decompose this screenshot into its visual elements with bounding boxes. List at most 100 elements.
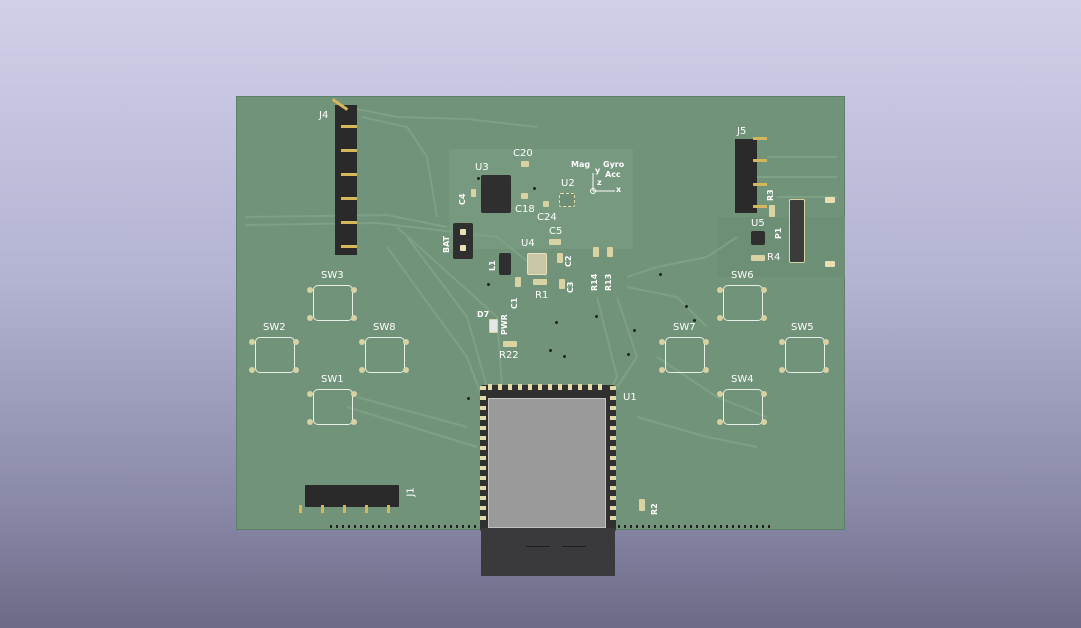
switch-sw3: [313, 285, 353, 321]
chip-u3: [481, 175, 511, 213]
header-j5-pin-4: [753, 205, 767, 208]
label-c5: C5: [549, 226, 563, 237]
via: [685, 305, 688, 308]
header-j4-pin-2: [341, 125, 357, 128]
via: [467, 397, 470, 400]
res-r13: [607, 247, 613, 257]
res-r14: [593, 247, 599, 257]
via: [627, 353, 630, 356]
cap-c5: [549, 239, 561, 245]
switch-sw2-pad: [293, 367, 299, 373]
label-gyro: Gyro: [603, 160, 625, 169]
label-sw3: SW3: [321, 270, 344, 281]
label-j1: J1: [405, 487, 417, 497]
label-r3: R3: [766, 189, 775, 201]
label-d7: D7: [477, 310, 490, 319]
label-l1: L1: [488, 260, 497, 271]
switch-sw4-pad: [761, 391, 767, 397]
switch-sw7-pad: [703, 339, 709, 345]
label-u2: U2: [561, 178, 575, 189]
header-j1-pin-4: [365, 505, 368, 513]
header-j4: [335, 105, 357, 255]
res-r3: [769, 205, 775, 217]
header-j5-pin-3: [753, 183, 767, 186]
label-c1: C1: [510, 297, 519, 309]
module-u1-pads: [480, 384, 616, 520]
via: [595, 315, 598, 318]
res-r4: [751, 255, 765, 261]
header-j4-pin-6: [341, 221, 357, 224]
chip-u2: [559, 193, 575, 207]
res-r1: [533, 279, 547, 285]
copper-zone-right: [717, 217, 845, 277]
label-sw6: SW6: [731, 270, 754, 281]
cap-c2: [557, 253, 563, 263]
header-j1-pin-2: [321, 505, 324, 513]
copper-zone-sensors: [449, 149, 633, 249]
module-u1-shield: [488, 398, 606, 528]
connector-bat-pad-2: [460, 245, 466, 251]
via: [549, 349, 552, 352]
switch-sw6: [723, 285, 763, 321]
switch-sw5-pad: [779, 367, 785, 373]
cap-c20: [521, 161, 529, 167]
via: [487, 283, 490, 286]
label-r1: R1: [535, 290, 549, 301]
header-j4-pin-7: [341, 245, 357, 248]
label-u3: U3: [475, 162, 489, 173]
switch-sw7: [665, 337, 705, 373]
header-j1-pin-3: [343, 505, 346, 513]
via: [693, 319, 696, 322]
switch-sw8: [365, 337, 405, 373]
cap-c18: [521, 193, 528, 199]
switch-sw6-pad: [761, 315, 767, 321]
header-j5: [735, 139, 757, 213]
switch-sw6-pad: [761, 287, 767, 293]
switch-sw1-pad: [307, 391, 313, 397]
label-r22: R22: [499, 350, 519, 361]
switch-sw3-pad: [351, 287, 357, 293]
header-j5-pin-2: [753, 159, 767, 162]
switch-sw7-pad: [659, 367, 665, 373]
switch-sw3-pad: [351, 315, 357, 321]
label-c2: C2: [564, 255, 573, 267]
label-c20: C20: [513, 148, 533, 159]
edge-castellation-left: [330, 525, 480, 528]
label-r14: R14: [590, 273, 599, 291]
switch-sw1-pad: [351, 391, 357, 397]
label-c24: C24: [537, 212, 557, 223]
header-j5-pin-1: [753, 137, 767, 140]
label-r2: R2: [650, 503, 659, 515]
switch-sw8-pad: [359, 367, 365, 373]
label-u1: U1: [623, 392, 637, 403]
cap-c24: [543, 201, 549, 207]
connector-bat: [453, 223, 473, 259]
via: [563, 355, 566, 358]
label-sw7: SW7: [673, 322, 696, 333]
switch-sw2-pad: [249, 339, 255, 345]
switch-sw8-pad: [403, 367, 409, 373]
label-mag: Mag: [571, 160, 591, 169]
switch-sw5-pad: [823, 339, 829, 345]
label-sw4: SW4: [731, 374, 754, 385]
label-bat: BAT: [442, 235, 451, 253]
axis-arrows: [590, 173, 615, 194]
led-d7: [489, 319, 498, 333]
label-j5: J5: [737, 126, 747, 137]
switch-sw1-pad: [307, 419, 313, 425]
switch-sw6-pad: [717, 315, 723, 321]
antenna-trace: [526, 546, 550, 547]
switch-sw6-pad: [717, 287, 723, 293]
res-r2: [639, 499, 645, 511]
via: [633, 329, 636, 332]
label-r4: R4: [767, 252, 781, 263]
connector-p1-pad-2: [825, 261, 835, 267]
switch-sw3-pad: [307, 287, 313, 293]
label-c18: C18: [515, 204, 535, 215]
switch-sw1-pad: [351, 419, 357, 425]
cap-c1: [515, 277, 521, 287]
label-r13: R13: [604, 273, 613, 291]
switch-sw5-pad: [779, 339, 785, 345]
connector-p1-pad-1: [825, 197, 835, 203]
